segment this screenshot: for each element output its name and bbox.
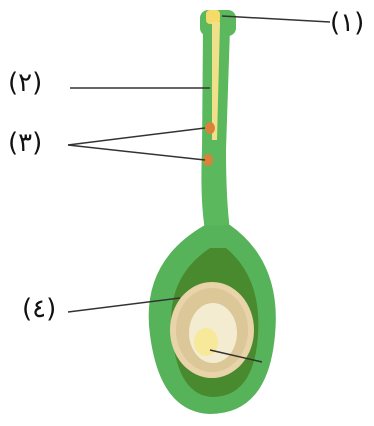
label-2: (٢) bbox=[8, 70, 42, 96]
pointer-line-3a bbox=[68, 128, 205, 145]
style-dot-upper bbox=[205, 122, 215, 134]
label-1: (١) bbox=[330, 10, 364, 36]
pointer-line-1 bbox=[222, 16, 330, 22]
label-3: (٣) bbox=[8, 130, 42, 156]
pointer-line-3b bbox=[68, 145, 205, 160]
label-4: (٤) bbox=[22, 296, 56, 322]
stigma-yellow-tip bbox=[206, 10, 220, 24]
egg-nucleus bbox=[194, 328, 218, 356]
